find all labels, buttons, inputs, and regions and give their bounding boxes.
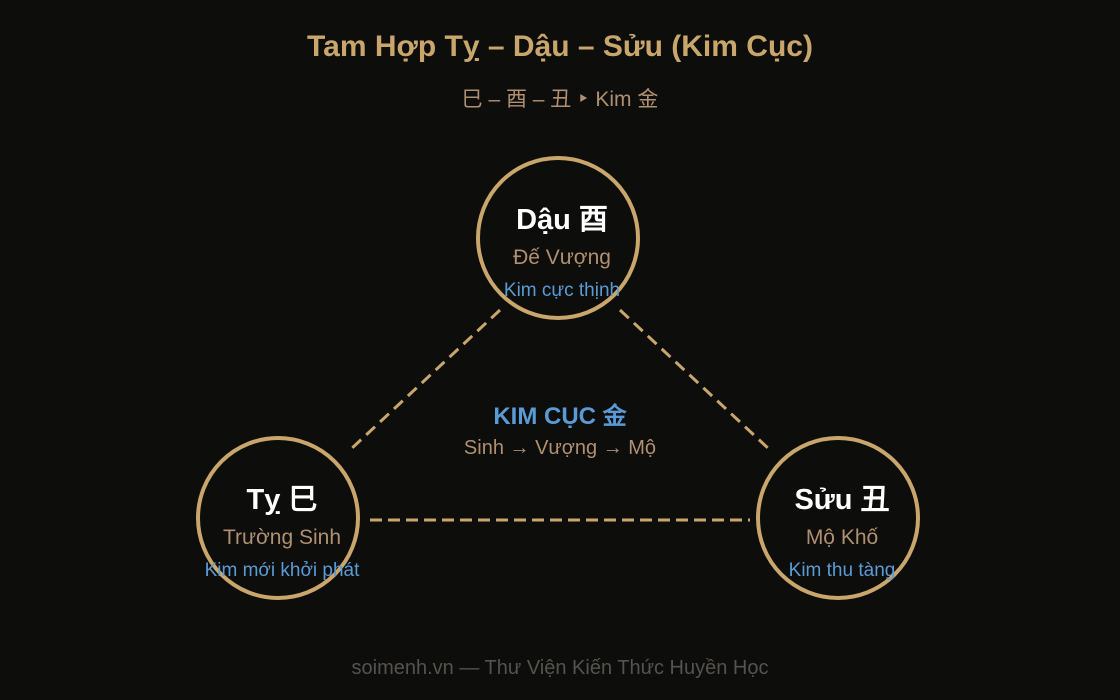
footer-credit: soimenh.vn — Thư Viện Kiến Thức Huyền Họ…	[351, 657, 769, 679]
diagram-title: Tam Hợp Tỵ – Dậu – Sửu (Kim Cục)	[307, 30, 813, 63]
connector-dau-suu	[618, 308, 772, 452]
node-dau-desc: Kim cực thịnh	[503, 280, 621, 301]
node-suu-stage: Mộ Khố	[805, 526, 879, 549]
node-dau: Dậu 酉 Đế Vượng Kim cực thịnh	[476, 156, 640, 320]
center-cycle: Sinh → Vượng → Mộ	[463, 437, 657, 459]
node-suu-name: Sửu 丑	[794, 484, 890, 516]
node-ty-desc: Kim mới khởi phát	[204, 560, 360, 581]
diagram-subtitle: 巳 – 酉 – 丑 ‣ Kim 金	[461, 88, 659, 111]
node-suu-desc: Kim thu tàng	[788, 560, 896, 581]
node-ty: Tỵ 巳 Trường Sinh Kim mới khởi phát	[196, 436, 360, 600]
connector-dau-ty	[348, 308, 502, 452]
node-dau-stage: Đế Vượng	[513, 246, 611, 269]
node-ty-name: Tỵ 巳	[246, 484, 318, 516]
node-dau-name: Dậu 酉	[516, 204, 608, 236]
center-title: KIM CỤC 金	[493, 403, 627, 430]
node-ty-stage: Trường Sinh	[222, 526, 342, 549]
node-suu: Sửu 丑 Mộ Khố Kim thu tàng	[756, 436, 920, 600]
